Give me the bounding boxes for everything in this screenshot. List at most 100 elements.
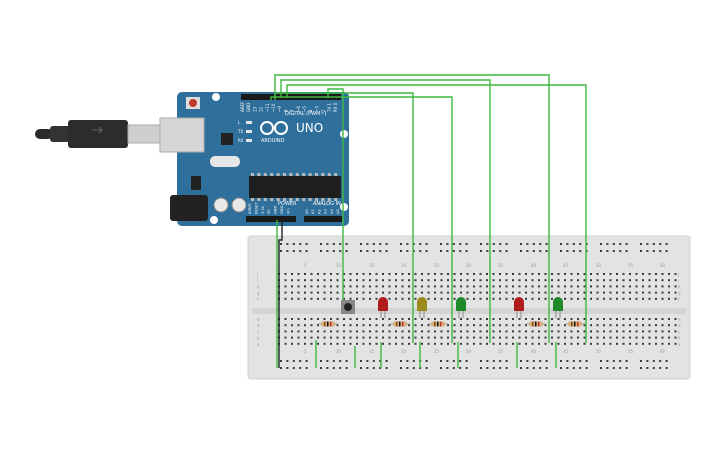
breadboard-hole[interactable] (609, 336, 612, 339)
breadboard-hole[interactable] (434, 291, 436, 294)
power-rail-hole[interactable] (332, 367, 335, 369)
breadboard-hole[interactable] (531, 273, 534, 275)
breadboard-hole[interactable] (525, 342, 527, 345)
breadboard-hole[interactable] (297, 336, 300, 339)
breadboard-hole[interactable] (629, 273, 631, 275)
power-rail-hole[interactable] (385, 367, 388, 369)
power-rail-hole[interactable] (659, 367, 662, 369)
power-rail-hole[interactable] (372, 250, 375, 252)
breadboard-hole[interactable] (349, 279, 352, 282)
breadboard-hole[interactable] (642, 279, 644, 282)
breadboard-hole[interactable] (343, 318, 345, 320)
power-rail-hole[interactable] (459, 367, 462, 369)
breadboard-hole[interactable] (622, 324, 625, 327)
power-rail-hole[interactable] (292, 250, 295, 252)
power-rail-hole[interactable] (412, 250, 415, 252)
breadboard-hole[interactable] (330, 279, 332, 282)
breadboard-hole[interactable] (434, 279, 436, 282)
breadboard-hole[interactable] (525, 291, 527, 294)
power-rail-hole[interactable] (480, 243, 482, 245)
breadboard-hole[interactable] (434, 273, 436, 275)
power-rail-hole[interactable] (280, 367, 282, 369)
breadboard-hole[interactable] (473, 279, 475, 282)
breadboard-hole[interactable] (466, 279, 469, 282)
breadboard-hole[interactable] (525, 324, 527, 327)
breadboard-hole[interactable] (356, 279, 358, 282)
breadboard-hole[interactable] (596, 273, 599, 275)
breadboard-hole[interactable] (635, 330, 638, 333)
power-rail-hole[interactable] (286, 243, 289, 245)
breadboard-hole[interactable] (356, 330, 358, 333)
breadboard-hole[interactable] (440, 342, 443, 345)
breadboard-hole[interactable] (570, 285, 573, 288)
breadboard-hole[interactable] (583, 279, 586, 282)
power-rail-hole[interactable] (665, 360, 668, 362)
breadboard-hole[interactable] (577, 342, 579, 345)
breadboard-hole[interactable] (323, 279, 326, 282)
breadboard-hole[interactable] (661, 291, 664, 294)
breadboard-hole[interactable] (505, 324, 508, 327)
power-rail-hole[interactable] (499, 367, 502, 369)
breadboard-hole[interactable] (583, 297, 586, 300)
breadboard-hole[interactable] (492, 330, 495, 333)
breadboard-hole[interactable] (421, 324, 423, 327)
breadboard-hole[interactable] (382, 285, 384, 288)
breadboard-hole[interactable] (434, 330, 436, 333)
power-rail-hole[interactable] (465, 250, 468, 252)
power-rail-hole[interactable] (419, 250, 422, 252)
breadboard-hole[interactable] (427, 318, 430, 320)
breadboard-hole[interactable] (583, 285, 586, 288)
breadboard-hole[interactable] (310, 336, 313, 339)
breadboard-hole[interactable] (388, 318, 391, 320)
power-rail-hole[interactable] (520, 243, 522, 245)
breadboard-hole[interactable] (570, 291, 573, 294)
power-rail-hole[interactable] (280, 250, 282, 252)
breadboard-hole[interactable] (473, 342, 475, 345)
power-rail-hole[interactable] (339, 367, 342, 369)
breadboard-hole[interactable] (505, 285, 508, 288)
breadboard-hole[interactable] (317, 273, 319, 275)
resistor-button[interactable] (318, 321, 338, 327)
breadboard-hole[interactable] (336, 318, 339, 320)
power-rail-hole[interactable] (566, 250, 569, 252)
power-rail-hole[interactable] (486, 250, 489, 252)
breadboard-hole[interactable] (655, 297, 657, 300)
power-rail-hole[interactable] (286, 250, 289, 252)
breadboard-hole[interactable] (661, 297, 664, 300)
breadboard-hole[interactable] (284, 336, 287, 339)
breadboard-hole[interactable] (486, 273, 488, 275)
power-rail-hole[interactable] (379, 250, 382, 252)
breadboard-hole[interactable] (473, 291, 475, 294)
breadboard-hole[interactable] (401, 330, 404, 333)
breadboard-hole[interactable] (668, 273, 670, 275)
breadboard-hole[interactable] (310, 291, 313, 294)
breadboard-hole[interactable] (609, 279, 612, 282)
breadboard-hole[interactable] (655, 285, 657, 288)
breadboard-hole[interactable] (642, 330, 644, 333)
breadboard-hole[interactable] (557, 336, 560, 339)
led-body[interactable] (514, 297, 524, 311)
power-rail-hole[interactable] (652, 367, 655, 369)
power-rail-hole[interactable] (505, 243, 508, 245)
power-rail-hole[interactable] (560, 250, 562, 252)
breadboard-hole[interactable] (343, 297, 345, 300)
breadboard-hole[interactable] (590, 273, 592, 275)
breadboard-hole[interactable] (330, 318, 332, 320)
breadboard-hole[interactable] (583, 291, 586, 294)
breadboard-hole[interactable] (330, 342, 332, 345)
breadboard-hole[interactable] (544, 318, 547, 320)
power-rail-hole[interactable] (619, 367, 622, 369)
power-rail-hole[interactable] (452, 360, 455, 362)
power-rail-hole[interactable] (619, 360, 622, 362)
breadboard-hole[interactable] (304, 342, 306, 345)
breadboard-hole[interactable] (427, 285, 430, 288)
power-rail-hole[interactable] (440, 243, 442, 245)
breadboard-hole[interactable] (590, 318, 592, 320)
breadboard-hole[interactable] (661, 273, 664, 275)
breadboard-hole[interactable] (629, 297, 631, 300)
breadboard-hole[interactable] (375, 297, 378, 300)
breadboard-hole[interactable] (583, 324, 586, 327)
breadboard-hole[interactable] (440, 336, 443, 339)
breadboard-hole[interactable] (421, 279, 423, 282)
power-rail-hole[interactable] (606, 243, 609, 245)
